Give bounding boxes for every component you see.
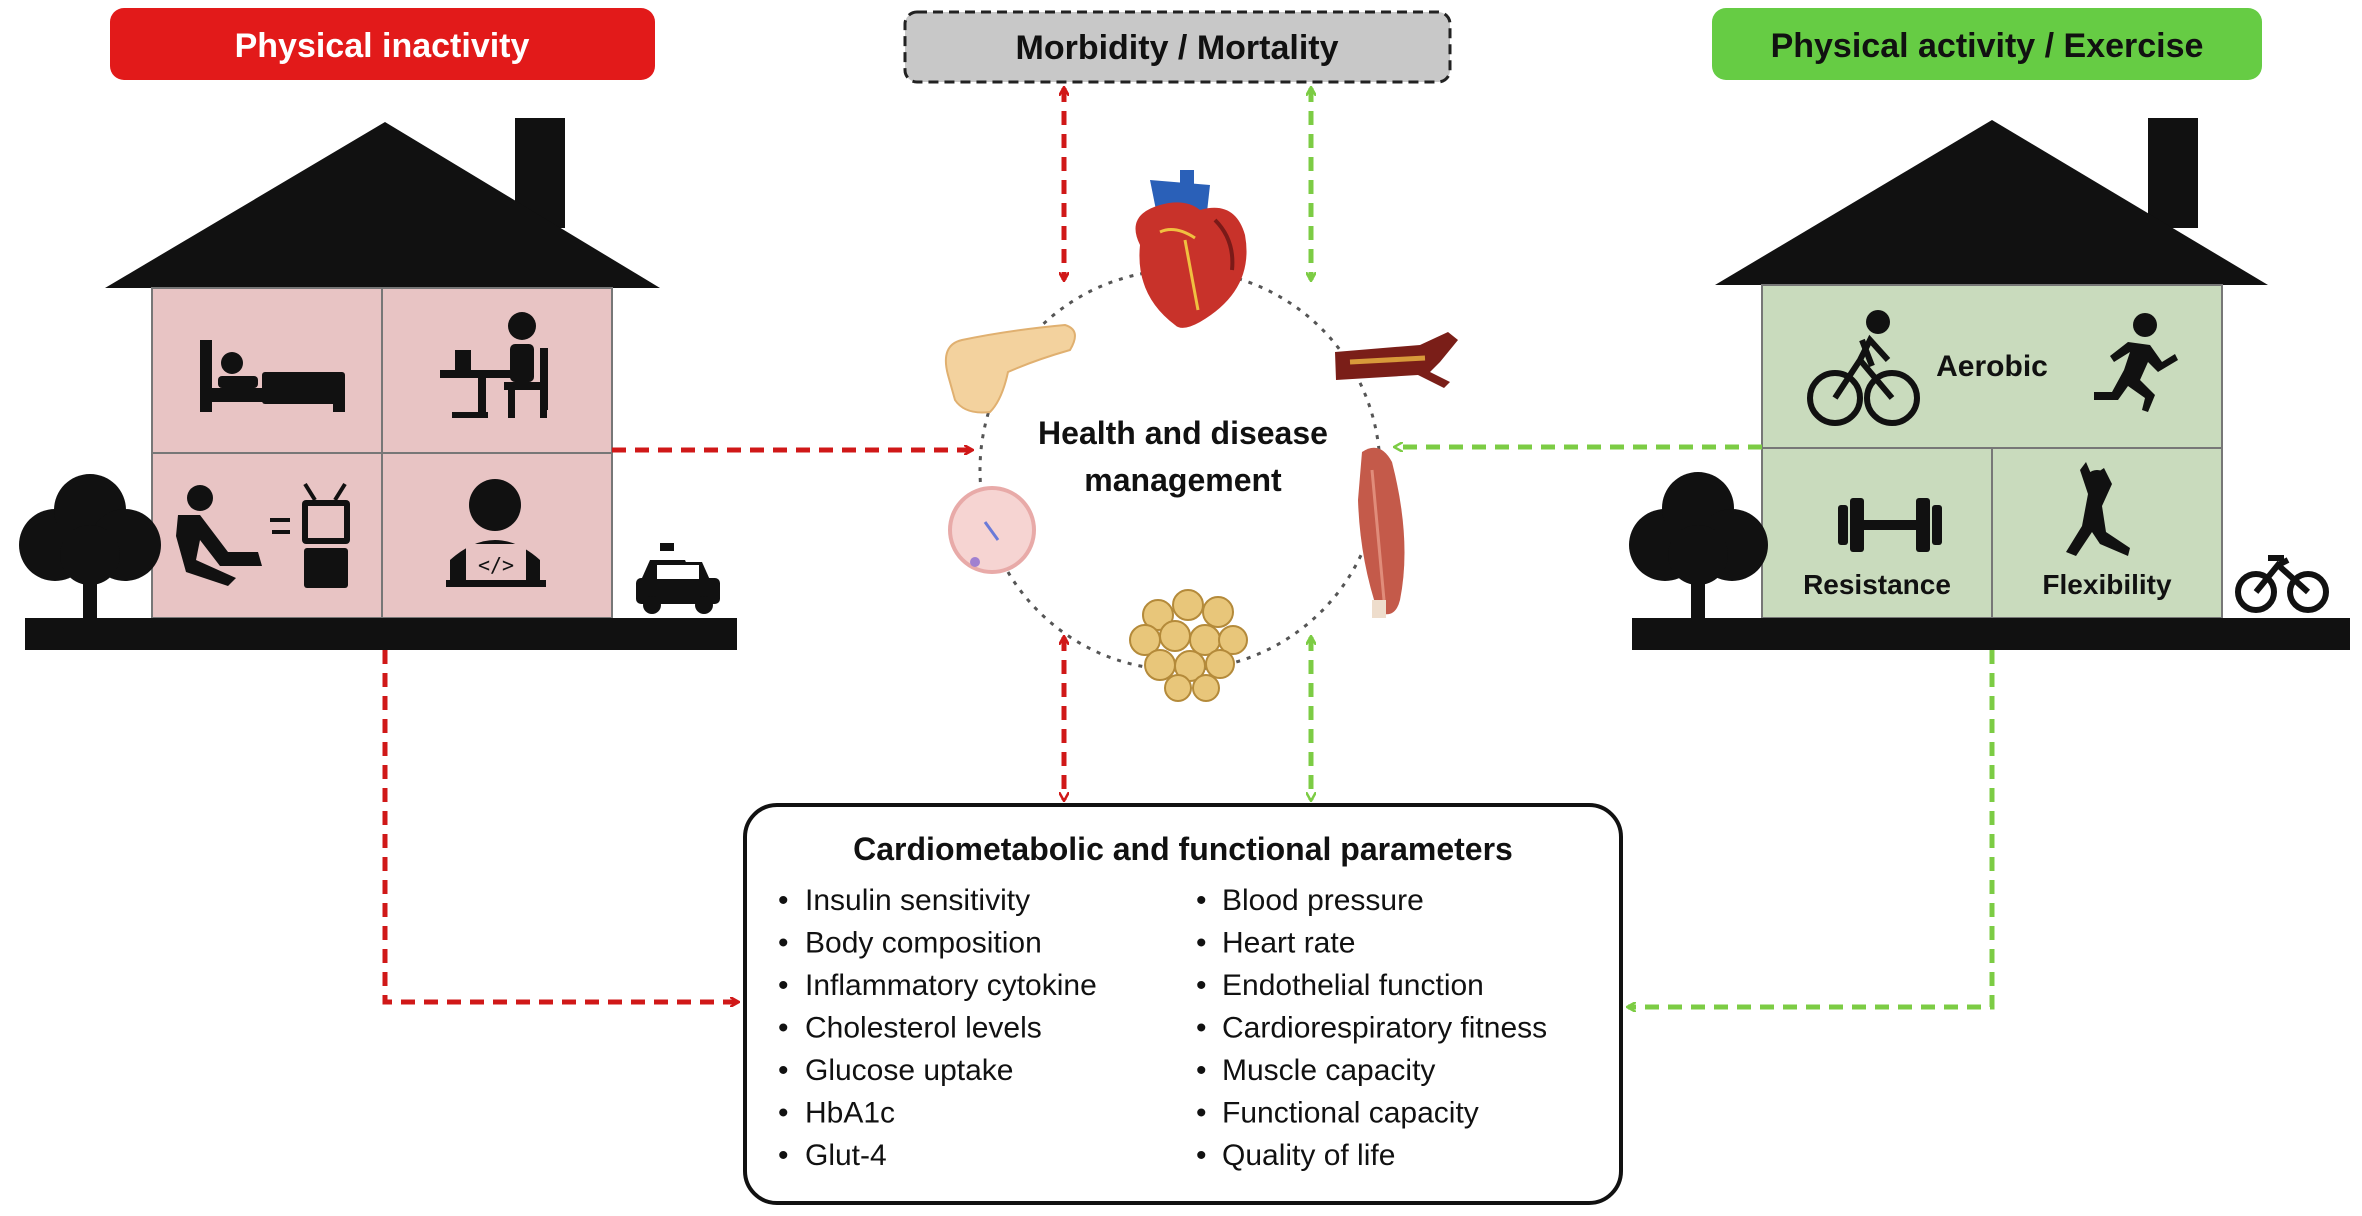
running-icon (2094, 313, 2178, 412)
cell-icon (948, 486, 1036, 574)
bicycle-icon (2235, 555, 2329, 613)
desk-work-icon (440, 312, 548, 418)
inactivity-house: </> (19, 118, 737, 650)
bullet-dot: • (778, 1097, 789, 1130)
bullet-dot: • (778, 969, 789, 1002)
tree-icon (19, 474, 161, 618)
parameter-item: Muscle capacity (1222, 1054, 1435, 1087)
morbidity-mortality-header: Morbidity / Mortality (903, 10, 1452, 84)
parameters-right-list: • Blood pressure • Heart rate • Endothelial f… (1196, 884, 1547, 1172)
parameter-item: Glut-4 (805, 1139, 887, 1172)
parameter-item: Cardiorespiratory fitness (1222, 1012, 1547, 1045)
cycling-icon (1807, 310, 1920, 426)
parameter-item: Insulin sensitivity (805, 884, 1030, 917)
bullet-dot: • (778, 927, 789, 960)
physical-activity-label: Physical activity / Exercise (1771, 27, 2204, 65)
bullet-dot: • (778, 1012, 789, 1045)
adipose-tissue-icon (1129, 589, 1248, 702)
parameter-item: Blood pressure (1222, 884, 1424, 917)
tree-icon (1629, 472, 1768, 618)
parameter-item: Inflammatory cytokine (805, 969, 1097, 1002)
morbidity-mortality-label: Morbidity / Mortality (1016, 29, 1339, 67)
bullet-dot: • (778, 1139, 789, 1172)
flexibility-label: Flexibility (2042, 569, 2172, 600)
tv-watching-icon (176, 482, 350, 588)
parameter-item: Quality of life (1222, 1139, 1395, 1172)
house-roof (1715, 120, 2268, 285)
dumbbell-icon (1838, 498, 1942, 552)
ground (25, 618, 737, 650)
muscle-icon (1358, 447, 1405, 618)
exercise-house: Aerobic Resistance Flexibility (1629, 118, 2350, 650)
parameter-item: Heart rate (1222, 927, 1355, 960)
parameter-item: Cholesterol levels (805, 1012, 1042, 1045)
chimney (2148, 118, 2198, 228)
center-title-line1: Health and disease (1038, 415, 1328, 451)
parameter-item: Endothelial function (1222, 969, 1484, 1002)
parameter-item: HbA1c (805, 1097, 895, 1130)
parameters-title: Cardiometabolic and functional parameter… (853, 831, 1513, 867)
arrows (382, 88, 1995, 1007)
bullet-dot: • (1196, 1097, 1207, 1130)
physical-inactivity-header: Physical inactivity (110, 8, 655, 80)
bullet-dot: • (1196, 1139, 1207, 1172)
physical-inactivity-label: Physical inactivity (235, 27, 530, 65)
physical-activity-header: Physical activity / Exercise (1712, 8, 2262, 80)
svg-text:</>: </> (478, 553, 514, 577)
blood-vessel-icon (1335, 332, 1458, 388)
parameters-left-list: • Insulin sensitivity • Body composition • In… (778, 884, 1097, 1172)
bullet-dot: • (1196, 927, 1207, 960)
stretching-icon (2066, 462, 2130, 556)
car-icon (636, 543, 720, 614)
house-roof (105, 122, 660, 288)
resistance-label: Resistance (1803, 569, 1951, 600)
arrow-inactivity-to-parameters (382, 650, 738, 1002)
bed-icon (200, 340, 345, 412)
parameter-item: Glucose uptake (805, 1054, 1013, 1087)
computer-user-icon: </> (446, 479, 546, 587)
bullet-dot: • (1196, 884, 1207, 917)
bullet-dot: • (778, 884, 789, 917)
bullet-dot: • (778, 1054, 789, 1087)
bullet-dot: • (1196, 1054, 1207, 1087)
parameter-item: Functional capacity (1222, 1097, 1479, 1130)
bullet-dot: • (1196, 969, 1207, 1002)
arrow-activity-to-parameters (1628, 650, 1995, 1007)
heart-icon (1135, 170, 1247, 328)
pancreas-icon (944, 323, 1076, 414)
center-title-line2: management (1084, 462, 1282, 498)
ground (1632, 618, 2350, 650)
bullet-dot: • (1196, 1012, 1207, 1045)
aerobic-label: Aerobic (1936, 350, 2048, 383)
parameter-item: Body composition (805, 927, 1042, 960)
parameters-box: Cardiometabolic and functional parameter… (743, 803, 1623, 1205)
